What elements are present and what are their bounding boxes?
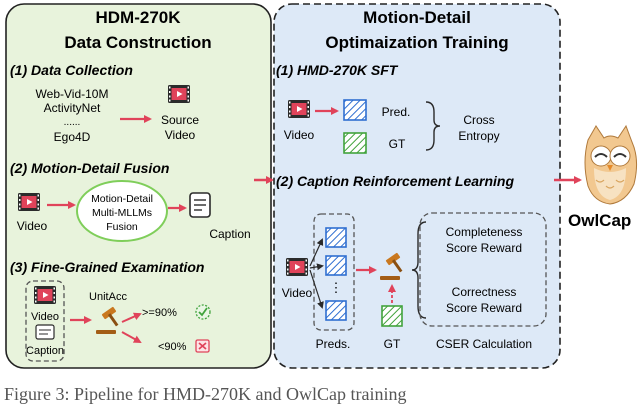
fan-arrow-3 [309,269,324,309]
pred-block-3 [325,300,347,321]
exam-caption-doc-icon [35,324,55,340]
exam-pass-arrow [121,312,142,323]
owl-logo-icon [584,124,638,205]
sft-gt-block [343,132,367,154]
source-video-icon [168,85,190,103]
source-ego4d: Ego4D [54,130,91,144]
preds-label: Preds. [316,337,351,351]
source-video-label-1: Source [161,113,199,127]
rl-gt-label: GT [384,337,401,351]
fusion-line-1: Motion-Detail [91,193,153,205]
caption-doc-icon [189,192,211,218]
correctness-reward-1: Correctness [452,285,517,299]
source-ellipsis: ...... [64,117,81,128]
left-panel-title-2: Data Construction [64,33,211,52]
exam-input-box [25,280,65,362]
pass-check-icon [195,304,211,320]
cross-entropy-label-1: Cross [463,113,494,127]
unitacc-label: UnitAcc [89,291,127,303]
rl-brace [411,221,427,319]
rl-heading: (2) Caption Reinforcement Learning [276,173,514,189]
source-video-label-2: Video [165,128,196,142]
sft-brace [425,101,441,151]
right-panel-title-1: Motion-Detail [363,8,471,27]
pred-block-1 [325,227,347,248]
data-collection-heading: (1) Data Collection [10,62,133,78]
fusion-video-label: Video [17,219,48,233]
pass-threshold-label: >=90% [142,307,177,319]
source-webvid: Web-Vid-10M [36,87,109,101]
sft-heading: (1) HMD-270K SFT [276,62,399,78]
source-activitynet: ActivityNet [44,101,101,115]
exam-fail-arrow [121,331,142,343]
fusion-ellipse [76,180,168,242]
fusion-line-2: Multi-MLLMs [92,207,152,219]
exam-caption-label: Caption [26,345,64,357]
cross-entropy-label-2: Entropy [458,129,499,143]
caption-output-label: Caption [209,227,250,241]
motion-detail-fusion-heading: (2) Motion-Detail Fusion [10,160,169,176]
sft-video-label: Video [284,128,315,142]
sft-video-icon [288,100,310,118]
pred-block-2 [325,255,347,276]
fan-arrow-2 [309,263,324,271]
completeness-reward-2: Score Reward [446,241,522,255]
rewards-box [419,212,547,327]
owlcap-label: OwlCap [568,211,631,230]
fine-grained-heading: (3) Fine-Grained Examination [10,259,204,275]
sft-pred-block [343,99,367,121]
rl-gt-block [381,305,403,327]
right-panel-title-2: Optimaization Training [325,33,508,52]
fusion-video-icon [18,193,40,211]
preds-box [313,213,355,331]
correctness-reward-2: Score Reward [446,301,522,315]
cser-calculation-label: CSER Calculation [436,337,532,351]
preds-dots: ⋮ [330,280,343,295]
sft-gt-label: GT [389,137,406,151]
completeness-reward-1: Completeness [446,225,523,239]
fail-cross-icon [195,339,210,353]
fail-threshold-label: <90% [158,341,187,353]
rl-video-icon [286,258,308,276]
rl-video-label: Video [282,286,313,300]
exam-video-label: Video [31,311,59,323]
fan-arrow-1 [309,238,324,267]
right-panel [273,3,561,369]
fusion-line-3: Fusion [106,221,138,233]
exam-video-icon [34,286,56,304]
sft-pred-label: Pred. [382,105,411,119]
left-panel-title-1: HDM-270K [95,8,181,27]
figure-caption: Figure 3: Pipeline for HMD-270K and OwlC… [4,384,406,404]
